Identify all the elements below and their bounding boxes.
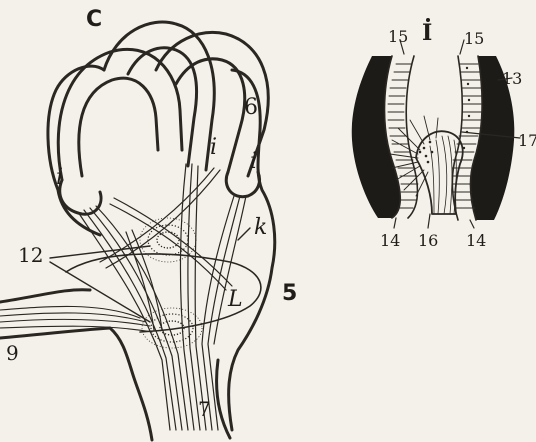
- label-five: 5: [282, 281, 297, 306]
- label-nine: 9: [6, 341, 19, 365]
- nerve-nine-upper: [0, 290, 90, 302]
- label-thirteen: 13: [502, 69, 522, 88]
- roman-one-dot: [426, 18, 430, 22]
- label-sixteen: 16: [418, 231, 438, 250]
- macula-lower: [142, 308, 202, 348]
- label-twelve: 12: [18, 243, 43, 267]
- nerve-fibres: [78, 164, 246, 430]
- label-fourteen-a: 14: [380, 231, 400, 250]
- label-roman-one: I: [422, 20, 432, 46]
- label-seven: 7: [198, 397, 211, 421]
- ampulla-right: [226, 172, 259, 197]
- label-six: 6: [244, 95, 258, 120]
- label-c: C: [86, 7, 102, 32]
- crista-fibres: [430, 136, 456, 214]
- label-fifteen-a: 15: [388, 27, 408, 46]
- left-panel: C i i i 6 k 12 5 L 9 7: [0, 7, 297, 440]
- right-band-dots: [463, 67, 470, 149]
- label-fifteen-b: 15: [464, 29, 484, 48]
- label-i-mid: i: [210, 135, 217, 160]
- canal-left-inner: [79, 78, 158, 176]
- label-i-right: i: [250, 149, 257, 174]
- label-l: L: [227, 287, 243, 312]
- label-seventeen: 17: [518, 131, 536, 150]
- right-panel: I 15 15 13 17 14 16 14: [352, 18, 536, 250]
- label-i-left: i: [56, 165, 63, 190]
- label-fourteen-b: 14: [466, 231, 486, 250]
- nerve-nine-lower: [0, 328, 152, 440]
- label-k: k: [254, 215, 267, 240]
- pointer-k: [238, 228, 250, 240]
